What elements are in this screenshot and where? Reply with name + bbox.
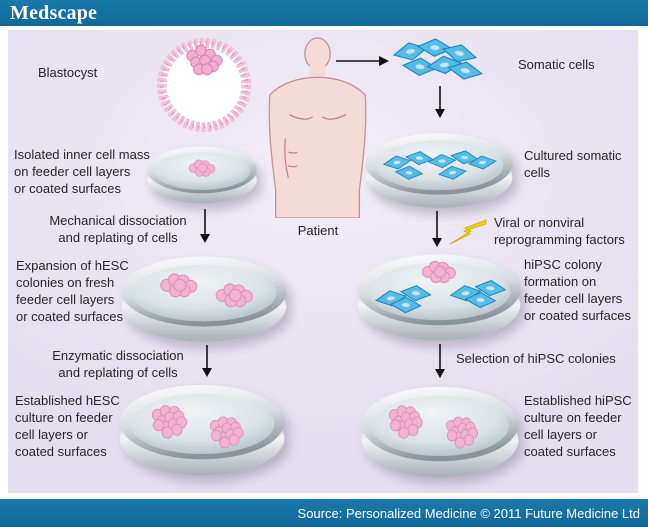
patient-figure (268, 37, 367, 218)
medscape-header-bar: Medscape (0, 0, 648, 26)
isolated-icm-label: Isolated inner cell mass on feeder cell … (14, 147, 150, 196)
patient-label: Patient (297, 223, 339, 238)
somatic-cells-illustration (391, 38, 484, 83)
petri-dish-hipsc-colony (357, 254, 521, 341)
blastocyst-label: Blastocyst (38, 65, 98, 80)
medscape-logo: Medscape (10, 2, 98, 24)
lightning-bolt-icon (449, 219, 487, 245)
petri-dish-expansion-hesc (121, 256, 287, 342)
blastocyst-illustration (156, 37, 252, 133)
arrow-down-reprogramming (432, 211, 442, 247)
arrow-down-enzymatic (202, 345, 212, 377)
selection-hipsc-label: Selection of hiPSC colonies (456, 351, 616, 366)
somatic-cells-label: Somatic cells (518, 57, 595, 72)
arrow-down-selection (435, 344, 445, 378)
established-hesc-label: Established hESC culture on feeder cell … (15, 393, 120, 459)
petri-dish-isolated-icm (147, 146, 257, 204)
cultured-somatic-label: Cultured somatic cells (524, 148, 622, 180)
expansion-hesc-label: Expansion of hESC colonies on fresh feed… (16, 258, 129, 324)
source-bar: Source: Personalized Medicine © 2011 Fut… (0, 499, 648, 527)
established-hipsc-label: Established hiPSC culture on feeder cell… (524, 393, 632, 459)
arrow-right-patient-to-somatic (336, 56, 389, 66)
diagram-panel: Blastocyst Isolated inner cell mass on f… (8, 30, 638, 493)
arrow-down-mechanical (200, 209, 210, 243)
mechanical-dissociation-label: Mechanical dissociation and replating of… (49, 213, 187, 245)
enzymatic-dissociation-label: Enzymatic dissociation and replating of … (52, 348, 184, 380)
viral-reprogramming-label: Viral or nonviral reprogramming factors (494, 215, 625, 247)
petri-dish-established-hipsc (361, 386, 519, 478)
petri-dish-cultured-somatic (365, 133, 513, 208)
hipsc-colony-label: hiPSC colony formation on feeder cell la… (524, 257, 631, 323)
arrow-down-somatic-to-dish (435, 86, 445, 118)
petri-dish-established-hesc (119, 384, 285, 476)
source-text: Source: Personalized Medicine © 2011 Fut… (297, 505, 640, 521)
